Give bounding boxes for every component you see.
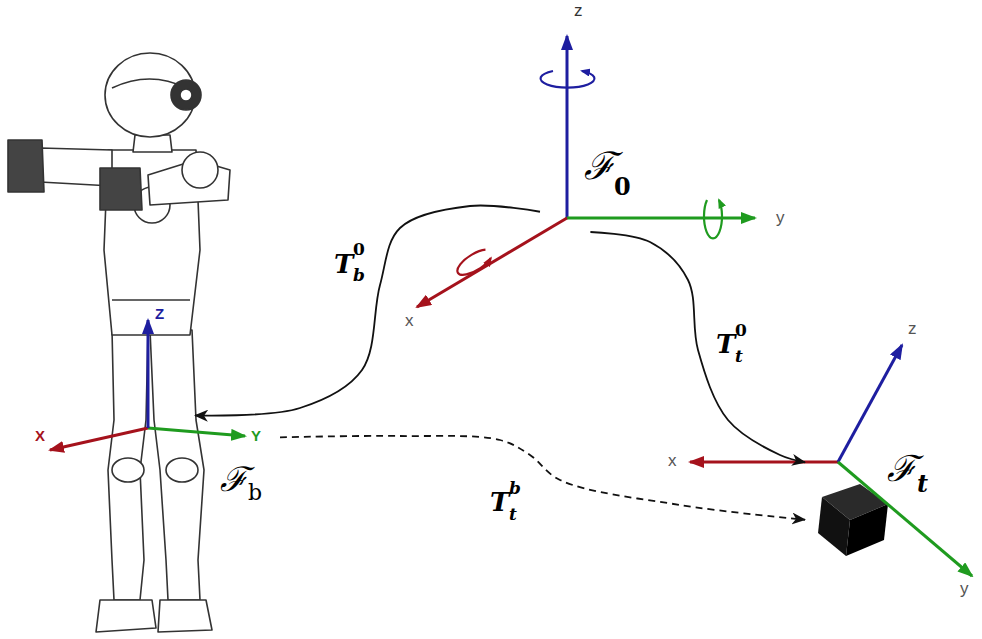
axis-label: z bbox=[908, 320, 917, 339]
x-axis bbox=[417, 218, 567, 307]
robot-leg bbox=[108, 330, 148, 600]
transform-arrow bbox=[590, 232, 805, 462]
world-frame-axes bbox=[417, 36, 755, 307]
z-axis bbox=[566, 36, 569, 218]
robot-hand bbox=[8, 140, 44, 192]
y-axis bbox=[567, 217, 755, 220]
transform-label: T bbox=[490, 488, 509, 517]
y-axis bbox=[148, 428, 245, 436]
robot-head bbox=[105, 53, 195, 137]
transform-subscript: t bbox=[735, 347, 743, 366]
transform-subscript: t bbox=[509, 505, 517, 524]
transform-label: T bbox=[334, 250, 353, 279]
z-axis bbox=[838, 345, 902, 462]
robot-ear-center bbox=[180, 89, 192, 101]
transform-superscript: b bbox=[509, 479, 521, 498]
axis-label: X bbox=[34, 428, 46, 445]
robot-ear bbox=[171, 80, 201, 110]
axis-label: Y bbox=[250, 428, 262, 445]
robot-shoulder bbox=[182, 152, 218, 188]
frame-subscript: t bbox=[917, 471, 928, 497]
robot-leg bbox=[150, 330, 204, 600]
frame-label-box: ℱb bbox=[195, 405, 280, 509]
robot-knee bbox=[112, 458, 144, 482]
transform-superscript: 0 bbox=[353, 240, 365, 259]
robot-frame-axes bbox=[50, 320, 245, 450]
axis-label: z bbox=[574, 2, 583, 21]
robot-foot bbox=[96, 600, 156, 632]
robot-foot bbox=[158, 600, 212, 632]
rotation-arrow bbox=[540, 71, 594, 88]
transform-superscript: 0 bbox=[735, 321, 747, 340]
frame-label-box: ℱ0 bbox=[540, 140, 645, 232]
frame-label-box: ℱt bbox=[805, 445, 950, 560]
target-frame bbox=[690, 345, 972, 576]
frame-symbol: ℱ bbox=[220, 461, 248, 498]
robot-hip bbox=[112, 299, 190, 301]
target-cube bbox=[818, 497, 850, 556]
frame-symbol: ℱ bbox=[584, 146, 615, 188]
x-axis bbox=[50, 428, 148, 450]
frame-subscript: b bbox=[248, 481, 262, 505]
frame-subscript: 0 bbox=[614, 174, 631, 200]
transform-label: T bbox=[716, 330, 735, 359]
z-axis bbox=[147, 320, 150, 428]
target-cube bbox=[846, 504, 888, 556]
robot-hand bbox=[100, 168, 142, 210]
rotation-arrow bbox=[454, 247, 493, 279]
axis-label: x bbox=[405, 312, 414, 331]
transform-arrow bbox=[195, 206, 540, 416]
axis-label: Z bbox=[154, 306, 165, 323]
axis-label: x bbox=[668, 452, 677, 471]
transform-arrow bbox=[280, 436, 805, 520]
robot-figure bbox=[8, 53, 230, 632]
axis-label: y bbox=[776, 209, 785, 228]
axis-label: y bbox=[960, 580, 969, 599]
rotation-arrow bbox=[704, 200, 722, 238]
x-axis bbox=[690, 461, 838, 464]
robot-knee bbox=[166, 458, 198, 482]
transform-subscript: b bbox=[353, 266, 365, 285]
frame-symbol: ℱ bbox=[887, 449, 917, 489]
